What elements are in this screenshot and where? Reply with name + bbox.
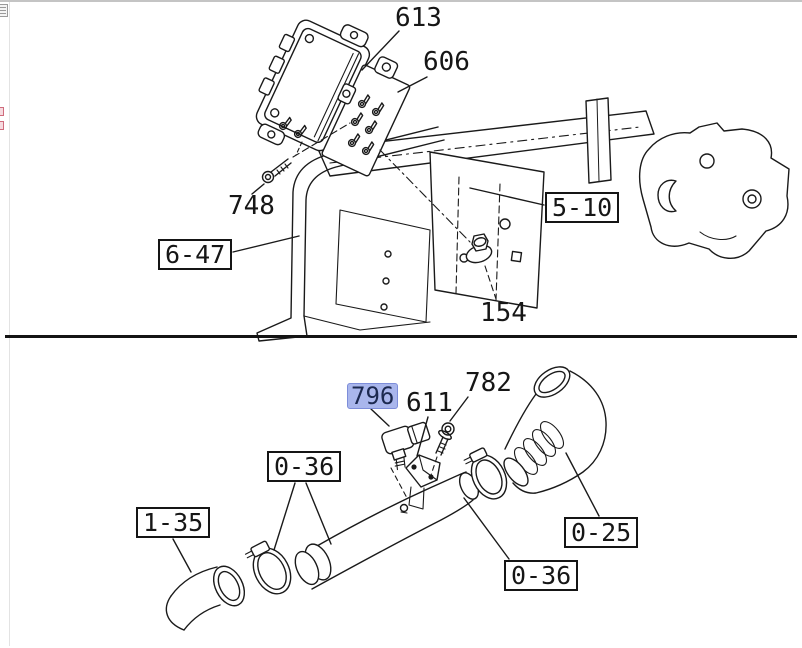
window-top-border [0, 0, 802, 2]
part-label-611[interactable]: 611 [406, 388, 453, 418]
list-icon[interactable] [0, 4, 8, 17]
section-ref-5-10[interactable]: 5-10 [545, 192, 620, 223]
part-label-748[interactable]: 748 [228, 191, 275, 221]
bracket-drawing [277, 56, 411, 177]
top-leader-lines [232, 30, 545, 253]
section-ref-0-36-upper[interactable]: 0-36 [267, 451, 342, 482]
section-ref-0-36-lower[interactable]: 0-36 [504, 560, 579, 591]
section-ref-6-47[interactable]: 6-47 [158, 239, 233, 270]
mount-casting-drawing [638, 122, 790, 259]
bolt-782-drawing [430, 422, 455, 476]
bottom-leader-lines [172, 396, 600, 573]
part-label-796-selected[interactable]: 796 [347, 383, 399, 409]
part-label-606[interactable]: 606 [423, 47, 470, 77]
section-divider [5, 335, 797, 338]
left-hose-drawing [165, 565, 246, 631]
nut-154-drawing [379, 149, 497, 300]
left-strip-mark [0, 107, 4, 116]
section-ref-0-25[interactable]: 0-25 [564, 517, 639, 548]
part-label-154[interactable]: 154 [480, 298, 527, 328]
intake-duct-drawing [294, 471, 480, 590]
right-hose-drawing [503, 366, 607, 494]
sensor-bracket-611-drawing [399, 454, 441, 514]
hose-clamp-right-drawing [463, 447, 508, 500]
hose-clamp-left-drawing [244, 540, 292, 595]
part-label-613[interactable]: 613 [395, 3, 442, 33]
bolt-748-drawing [261, 122, 351, 184]
frame-drawing [256, 97, 655, 342]
left-panel-edge [9, 2, 10, 646]
part-label-782[interactable]: 782 [465, 368, 512, 398]
left-strip-mark [0, 121, 4, 130]
section-ref-1-35[interactable]: 1-35 [136, 507, 211, 538]
